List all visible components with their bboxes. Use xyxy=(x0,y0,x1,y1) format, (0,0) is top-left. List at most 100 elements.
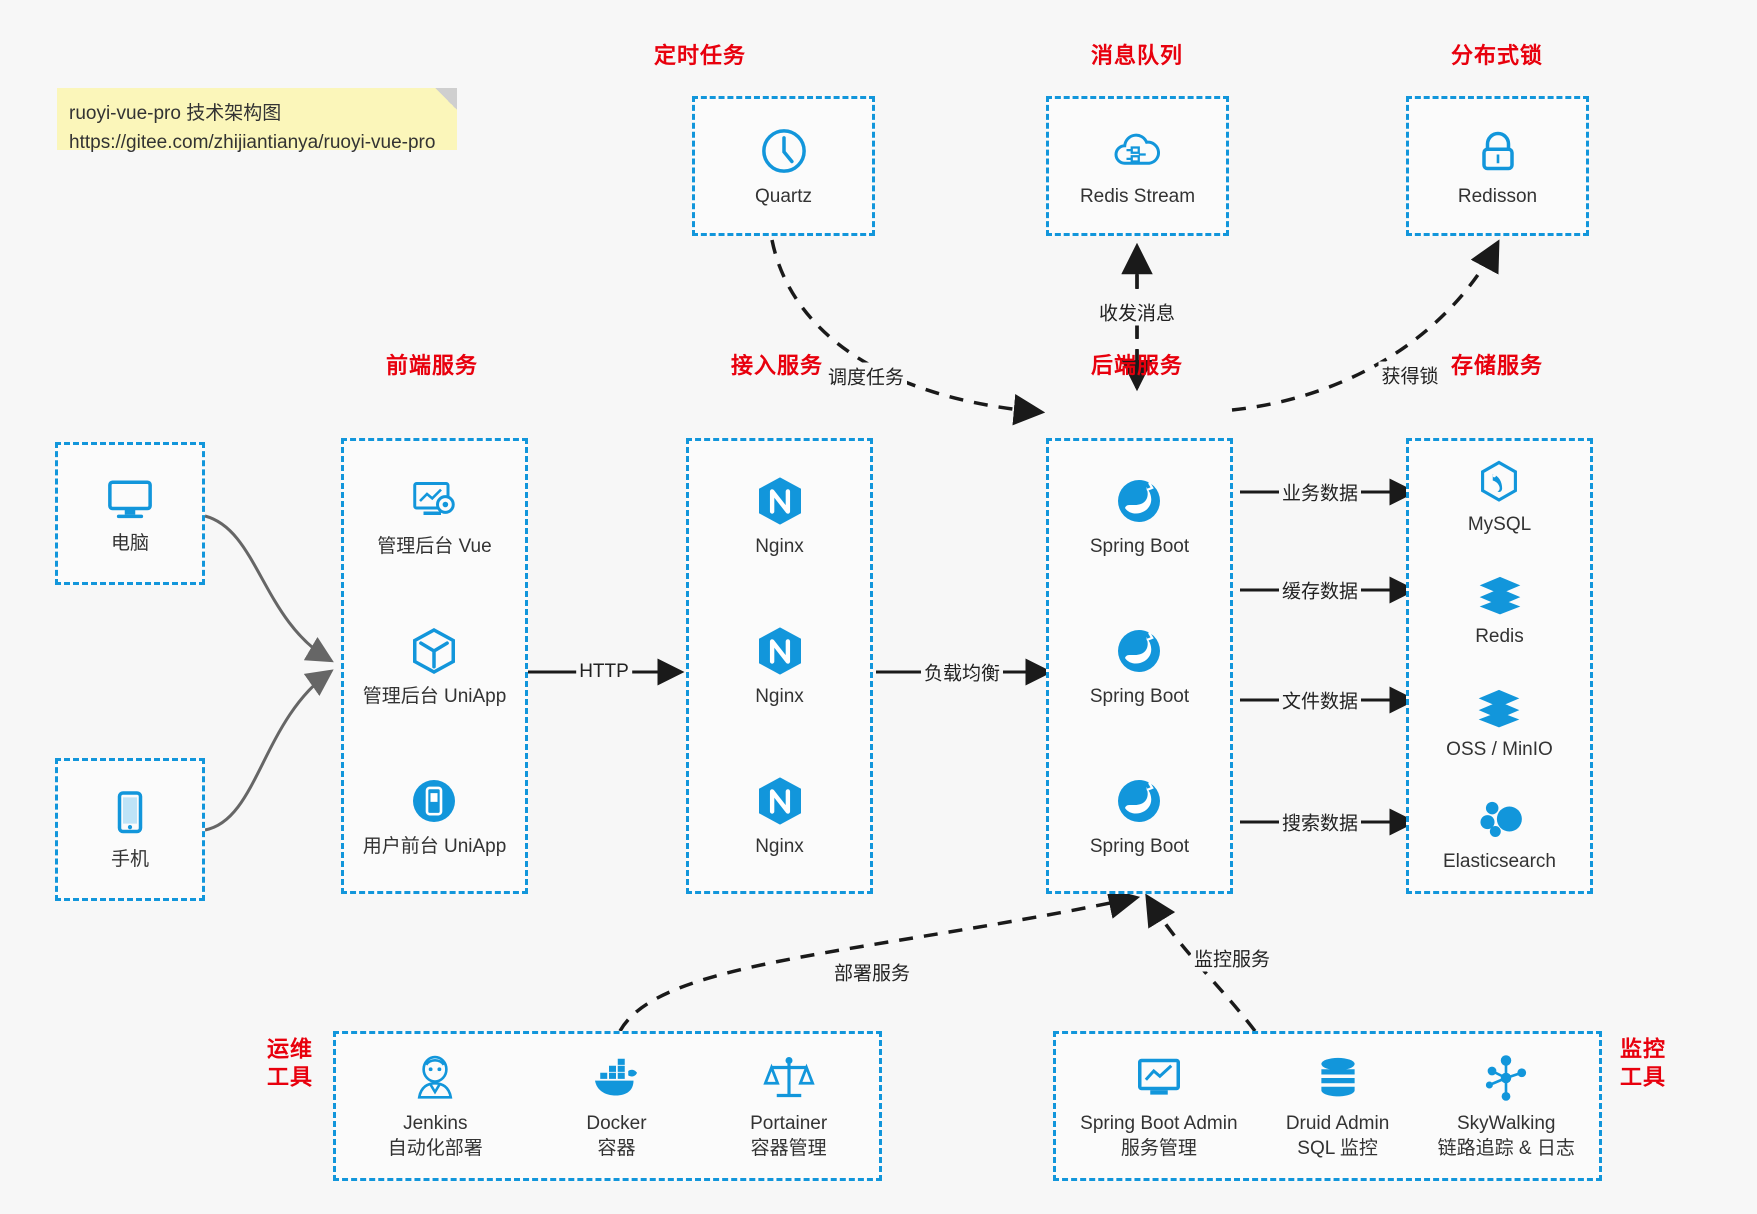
group-title-monitor-tools: 监控 工具 xyxy=(1619,1036,1667,1090)
node-label: Jenkins xyxy=(403,1113,468,1135)
edge-label-send-receive-message: 收发消息 xyxy=(1095,298,1179,326)
redis-icon xyxy=(1479,577,1520,615)
group-title-devops-tools: 运维 工具 xyxy=(266,1036,314,1090)
edge-label-business-data: 业务数据 xyxy=(1278,478,1362,506)
spring-icon xyxy=(1118,629,1161,672)
client-box-desktop: 电脑 xyxy=(55,442,205,585)
edge-label-monitor-service: 监控服务 xyxy=(1190,944,1274,972)
node-label: Nginx xyxy=(755,835,804,857)
edge-label-cache-data: 缓存数据 xyxy=(1278,576,1362,604)
jenkins-icon xyxy=(417,1056,453,1099)
node-admin-vue: 管理后台 Vue xyxy=(377,473,492,560)
node-portainer: Portainer 容器管理 xyxy=(750,1050,827,1161)
group-box-devops-tools: Jenkins 自动化部署 Docker 容器 xyxy=(333,1031,882,1181)
node-label: OSS / MinIO xyxy=(1446,738,1553,760)
elasticsearch-icon xyxy=(1479,802,1522,838)
edge-label-schedule-task: 调度任务 xyxy=(824,362,908,390)
node-label: Redis xyxy=(1475,626,1524,648)
skywalking-icon xyxy=(1486,1055,1527,1102)
database-icon xyxy=(1320,1058,1355,1097)
node-redisson: Redisson xyxy=(1458,123,1537,210)
spring-icon xyxy=(1118,479,1161,522)
node-redis-stream: Redis Stream xyxy=(1080,123,1195,210)
group-box-gateway-service: Nginx Nginx Nginx xyxy=(686,438,873,894)
node-spring-boot-admin: Spring Boot Admin 服务管理 xyxy=(1080,1050,1238,1161)
node-user-uniapp: 用户前台 UniApp xyxy=(362,773,507,860)
node-label: Nginx xyxy=(755,685,804,707)
node-sublabel: 容器管理 xyxy=(750,1138,827,1159)
node-label: Redis Stream xyxy=(1079,185,1196,207)
edge-label-deploy-service: 部署服务 xyxy=(830,958,914,986)
node-label: MySQL xyxy=(1467,513,1532,535)
note-line-2: https://gitee.com/zhijiantianya/ruoyi-vu… xyxy=(69,131,436,153)
nginx-icon xyxy=(758,777,801,825)
node-label: 管理后台 UniApp xyxy=(362,685,507,707)
group-box-distributed-lock: Redisson xyxy=(1406,96,1589,236)
node-jenkins: Jenkins 自动化部署 xyxy=(388,1050,483,1161)
node-label: Nginx xyxy=(755,535,804,557)
group-title-storage-service: 存储服务 xyxy=(1450,353,1544,378)
node-label: Docker xyxy=(586,1113,647,1135)
node-sublabel: 容器 xyxy=(597,1138,636,1159)
group-title-scheduled-task: 定时任务 xyxy=(653,43,747,68)
client-box-mobile: 手机 xyxy=(55,758,205,901)
architecture-note: ruoyi-vue-pro 技术架构图 https://gitee.com/zh… xyxy=(57,88,457,153)
group-box-scheduled-task: Quartz xyxy=(692,96,875,236)
node-mobile: 手机 xyxy=(102,786,158,873)
monitor-screen-icon xyxy=(1137,1059,1180,1095)
desktop-icon xyxy=(108,480,152,519)
node-elasticsearch: Elasticsearch xyxy=(1443,794,1556,875)
docker-icon xyxy=(595,1059,638,1096)
node-label: Druid Admin xyxy=(1285,1113,1390,1135)
spring-icon xyxy=(1118,779,1161,822)
node-label: Spring Boot xyxy=(1089,535,1190,557)
node-label: 管理后台 Vue xyxy=(377,535,492,557)
node-druid-admin: Druid Admin SQL 监控 xyxy=(1285,1050,1390,1161)
mysql-icon xyxy=(1481,460,1518,502)
nginx-icon xyxy=(758,477,801,525)
node-redis: Redis xyxy=(1475,569,1525,650)
group-title-backend-service: 后端服务 xyxy=(1090,353,1184,378)
node-label: 手机 xyxy=(110,849,149,871)
note-fold-corner xyxy=(435,88,457,110)
node-label: Spring Boot xyxy=(1089,685,1190,707)
edge-label-http: HTTP xyxy=(576,661,632,683)
clock-icon xyxy=(761,128,806,173)
group-title-distributed-lock: 分布式锁 xyxy=(1450,43,1544,68)
cube-icon xyxy=(413,627,456,674)
node-oss-minio: OSS / MinIO xyxy=(1446,682,1553,763)
node-admin-uniapp: 管理后台 UniApp xyxy=(362,623,507,710)
node-spring-boot-1: Spring Boot xyxy=(1090,473,1189,560)
node-nginx-2: Nginx xyxy=(752,623,808,710)
node-sublabel: 自动化部署 xyxy=(387,1138,483,1159)
node-quartz: Quartz xyxy=(755,123,812,210)
node-label: Spring Boot Admin xyxy=(1080,1113,1238,1135)
group-box-backend-service: Spring Boot Spring Boot Spring Boot xyxy=(1046,438,1233,894)
group-box-monitor-tools: Spring Boot Admin 服务管理 Druid Admin SQL 监… xyxy=(1053,1031,1602,1181)
node-label: 电脑 xyxy=(110,533,149,555)
group-title-gateway-service: 接入服务 xyxy=(730,353,824,378)
group-box-frontend-service: 管理后台 Vue 管理后台 UniApp 用户前台 UniApp xyxy=(341,438,528,894)
node-skywalking: SkyWalking 链路追踪 & 日志 xyxy=(1438,1050,1575,1161)
nginx-icon xyxy=(758,627,801,675)
node-label: 用户前台 UniApp xyxy=(362,835,507,857)
group-box-message-queue: Redis Stream xyxy=(1046,96,1229,236)
node-label: SkyWalking xyxy=(1456,1113,1556,1135)
node-spring-boot-2: Spring Boot xyxy=(1090,623,1189,710)
group-title-frontend-service: 前端服务 xyxy=(385,353,479,378)
edge-label-acquire-lock: 获得锁 xyxy=(1378,361,1442,389)
oss-icon xyxy=(1479,689,1520,728)
group-box-storage-service: MySQL Redis OSS / MinIO xyxy=(1406,438,1593,894)
node-label: Spring Boot xyxy=(1089,835,1190,857)
node-sublabel: SQL 监控 xyxy=(1297,1138,1378,1159)
phone-app-icon xyxy=(413,779,456,822)
note-line-1: ruoyi-vue-pro 技术架构图 xyxy=(69,103,282,124)
node-label: Redisson xyxy=(1457,185,1538,207)
node-label: Quartz xyxy=(754,185,813,207)
edge-label-file-data: 文件数据 xyxy=(1278,686,1362,714)
node-sublabel: 链路追踪 & 日志 xyxy=(1437,1138,1575,1159)
mobile-icon xyxy=(117,791,143,834)
portainer-icon xyxy=(762,1057,815,1098)
lock-icon xyxy=(1481,131,1514,170)
node-label: Portainer xyxy=(750,1113,828,1135)
